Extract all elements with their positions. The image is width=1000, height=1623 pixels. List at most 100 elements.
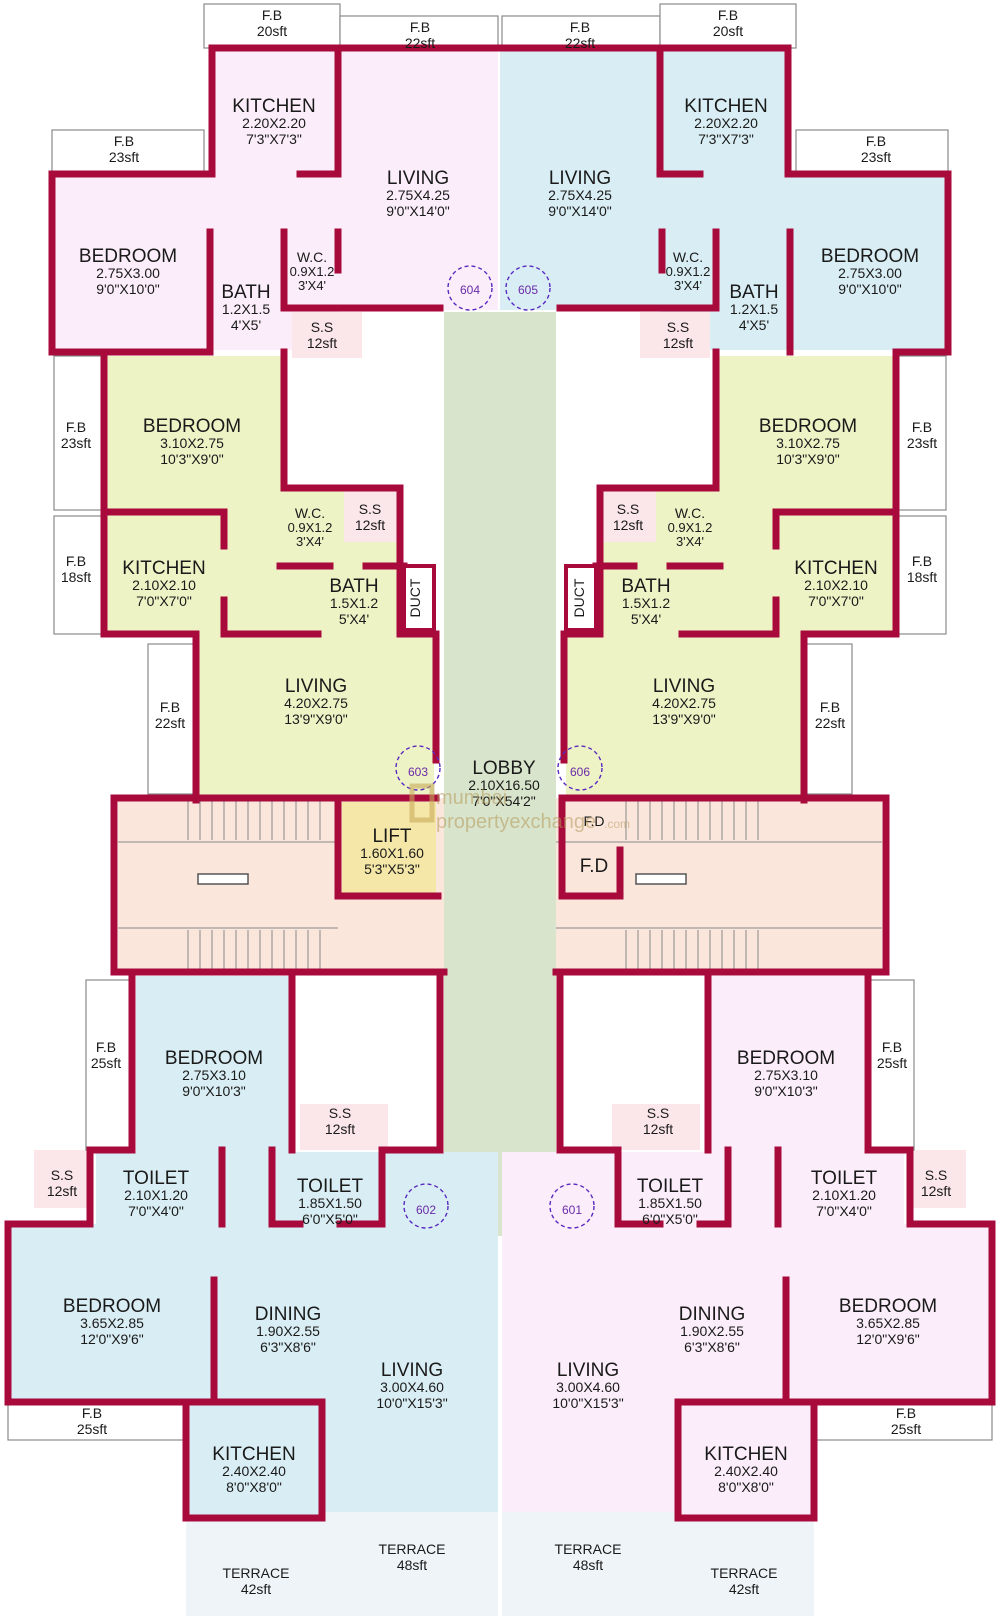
ducts — [402, 564, 598, 632]
room-dim-f: 7'0"X7'0" — [136, 593, 192, 609]
labels: F.B 20sft F.B 22sft F.B 22sft F.B 20sft … — [47, 7, 951, 1597]
room-name: W.C. — [295, 505, 325, 521]
flat-602-bedroom-2 — [8, 1224, 222, 1402]
fb-label: F.B — [896, 1405, 916, 1421]
room-dim-m: 1.85X1.50 — [638, 1195, 702, 1211]
room-dim-m: 0.9X1.2 — [668, 520, 713, 535]
fb-bot-right-25 — [813, 1401, 993, 1441]
room-dim-m: 2.20X2.20 — [242, 115, 306, 131]
room-name: BEDROOM — [79, 246, 177, 267]
room-name: BEDROOM — [63, 1296, 161, 1317]
watermark-suffix: .com — [604, 817, 630, 831]
terrace-label: TERRACE — [555, 1541, 622, 1557]
fb-area: 18sft — [61, 569, 91, 585]
room-dim-f: 7'0"X54'2" — [472, 793, 536, 809]
flat-605-kitchen — [660, 48, 786, 174]
ss-shaft — [908, 1150, 966, 1208]
stair-handrail — [197, 873, 249, 885]
ss-shaft — [34, 1150, 92, 1208]
room-name: LIVING — [549, 168, 611, 189]
room-dim-f: 9'0"X10'3" — [754, 1083, 818, 1099]
watermark: mumbai propertyexchange .com — [409, 783, 630, 833]
flat-602-bedroom — [136, 976, 292, 1152]
fd-label: F.D — [584, 813, 605, 829]
duct-left — [402, 564, 436, 632]
room-dim-f: 12'0"X9'6" — [80, 1331, 144, 1347]
room-dim-f: 3'X4' — [676, 534, 704, 549]
lobby-floor — [444, 312, 556, 1236]
room-name: KITCHEN — [704, 1444, 787, 1465]
fb-label: F.B — [882, 1039, 902, 1055]
door-swing-606 — [557, 745, 603, 791]
room-name: DINING — [679, 1304, 746, 1325]
door-swing-603 — [395, 745, 441, 791]
terrace-area: 48sft — [573, 1557, 603, 1573]
room-name: LIFT — [372, 826, 411, 847]
room-name: BEDROOM — [165, 1048, 263, 1069]
room-name: BATH — [621, 576, 670, 597]
flat-601-toilet — [778, 1152, 904, 1224]
room-name: KITCHEN — [232, 96, 315, 117]
door-number-602: 602 — [416, 1203, 436, 1217]
room-dim-m: 2.10X1.20 — [124, 1187, 188, 1203]
room-fills — [8, 48, 992, 1616]
fb-side-right-18 — [895, 515, 947, 635]
room-dim-m: 4.20X2.75 — [284, 695, 348, 711]
stair-treads — [118, 800, 882, 970]
fb-label: F.B — [66, 553, 86, 569]
room-name: BEDROOM — [821, 246, 919, 267]
room-dim-m: 3.65X2.85 — [80, 1315, 144, 1331]
room-dim-m: 1.90X2.55 — [256, 1323, 320, 1339]
watermark-line2: propertyexchange — [436, 811, 596, 833]
room-dim-f: 6'0"X5'0" — [642, 1211, 698, 1227]
ss-shaft — [640, 312, 710, 358]
ss-area: 12sft — [307, 335, 337, 351]
room-name: KITCHEN — [684, 96, 767, 117]
flat-604-bedroom-hall — [52, 174, 338, 350]
fb-low-right-25 — [865, 979, 915, 1151]
fb-label: F.B — [718, 7, 738, 23]
room-dim-m: 0.9X1.2 — [288, 520, 333, 535]
room-dim-m: 0.9X1.2 — [290, 264, 335, 279]
door-swing-605 — [505, 265, 551, 311]
terrace-area: 42sft — [241, 1581, 271, 1597]
fb-left-23 — [51, 129, 205, 175]
door-swing-604 — [447, 265, 493, 311]
room-dim-m: 2.75X4.25 — [386, 187, 450, 203]
fb-label: F.B — [66, 419, 86, 435]
flat-601-bedroom-2 — [778, 1224, 992, 1402]
room-dim-f: 9'0"X10'0" — [838, 281, 902, 297]
room-name: TOILET — [811, 1168, 878, 1189]
flat-606-kitchen — [776, 516, 896, 634]
fb-label: F.B — [912, 419, 932, 435]
fb-label: F.B — [160, 699, 180, 715]
room-name: LIVING — [557, 1360, 619, 1381]
room-dim-m: 1.90X2.55 — [680, 1323, 744, 1339]
ss-shaft — [612, 1104, 700, 1150]
lift-car — [342, 802, 436, 894]
fb-area: 22sft — [815, 715, 845, 731]
room-dim-f: 6'3"X8'6" — [260, 1339, 316, 1355]
watermark-logo — [409, 783, 435, 823]
ss-area: 12sft — [921, 1183, 951, 1199]
door-number-605: 605 — [518, 283, 538, 297]
room-dim-f: 13'9"X9'0" — [652, 711, 716, 727]
fb-label: F.B — [912, 553, 932, 569]
room-dim-f: 7'3"X7'3" — [698, 131, 754, 147]
terrace-area: 42sft — [729, 1581, 759, 1597]
room-name: KITCHEN — [794, 558, 877, 579]
room-dim-f: 7'3"X7'3" — [246, 131, 302, 147]
fb-area: 23sft — [907, 435, 937, 451]
door-number-603: 603 — [408, 765, 428, 779]
room-dim-m: 3.65X2.85 — [856, 1315, 920, 1331]
fb-area: 20sft — [257, 23, 287, 39]
room-name: W.C. — [297, 249, 327, 265]
ss-label: S.S — [925, 1167, 948, 1183]
flower-beds — [7, 3, 993, 1441]
watermark-line1: mumbai — [436, 787, 507, 809]
room-dim-f: 10'3"X9'0" — [776, 451, 840, 467]
room-name: BEDROOM — [759, 416, 857, 437]
ss-label: S.S — [51, 1167, 74, 1183]
ss-label: S.S — [667, 319, 690, 335]
terrace-label: TERRACE — [711, 1565, 778, 1581]
